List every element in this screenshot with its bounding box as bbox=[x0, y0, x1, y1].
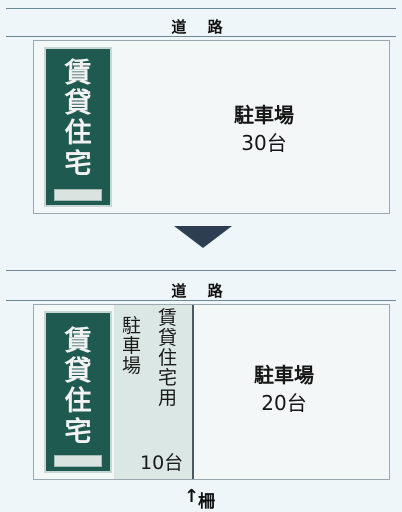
side-char: 宅 bbox=[158, 366, 178, 389]
bottom-road-line-lower bbox=[6, 300, 396, 301]
top-parking-info: 駐車場 30台 bbox=[204, 101, 324, 157]
top-road-line-lower bbox=[6, 36, 396, 37]
top-rental-housing: 賃 貸 住 宅 bbox=[44, 47, 112, 207]
down-arrow-icon bbox=[174, 226, 232, 248]
side-char: 住 bbox=[158, 346, 178, 369]
bottom-rental-housing: 賃 貸 住 宅 bbox=[44, 311, 112, 473]
top-lot-panel: 賃 貸 住 宅 駐車場 30台 bbox=[33, 40, 390, 214]
side-char: 車 bbox=[122, 334, 142, 357]
house-plate bbox=[54, 189, 102, 201]
side-char: 賃 bbox=[158, 307, 178, 329]
house-plate bbox=[54, 455, 102, 467]
bottom-road-line bbox=[6, 270, 396, 271]
top-parking-title: 駐車場 bbox=[234, 103, 294, 127]
house-char: 賃 bbox=[64, 58, 92, 89]
house-char: 貸 bbox=[64, 88, 92, 120]
tenant-parking-col2: 賃 貸 住 宅 用 bbox=[158, 307, 178, 409]
tenant-parking-col1: 駐 車 場 bbox=[122, 315, 142, 377]
bottom-road-label: 道 路 bbox=[171, 282, 231, 300]
house-char: 宅 bbox=[64, 416, 92, 448]
bottom-parking-count: 20台 bbox=[261, 391, 307, 415]
top-parking-count: 30台 bbox=[241, 131, 287, 155]
house-char: 住 bbox=[64, 118, 92, 150]
house-char: 住 bbox=[64, 386, 92, 418]
tenant-parking-area: 駐 車 場 賃 貸 住 宅 用 10台 bbox=[114, 305, 192, 479]
bottom-lot-panel: 賃 貸 住 宅 駐 車 場 賃 貸 住 宅 用 10台 駐車場 20台 bbox=[33, 304, 390, 480]
top-road-label: 道 路 bbox=[171, 18, 231, 36]
bottom-parking-info: 駐車場 20台 bbox=[224, 361, 344, 417]
side-char: 用 bbox=[158, 386, 178, 409]
house-char: 貸 bbox=[64, 356, 92, 388]
house-char: 賃 bbox=[64, 326, 92, 357]
fence-line bbox=[192, 305, 194, 479]
side-char: 貸 bbox=[158, 326, 178, 349]
up-arrow-icon: ↑ bbox=[184, 486, 200, 507]
house-char: 宅 bbox=[64, 148, 92, 180]
top-road-line bbox=[6, 8, 396, 9]
tenant-parking-count: 10台 bbox=[140, 452, 184, 474]
side-char: 場 bbox=[122, 354, 142, 377]
fence-label: 柵 bbox=[198, 492, 215, 512]
side-char: 駐 bbox=[122, 315, 142, 337]
bottom-parking-title: 駐車場 bbox=[254, 363, 314, 387]
